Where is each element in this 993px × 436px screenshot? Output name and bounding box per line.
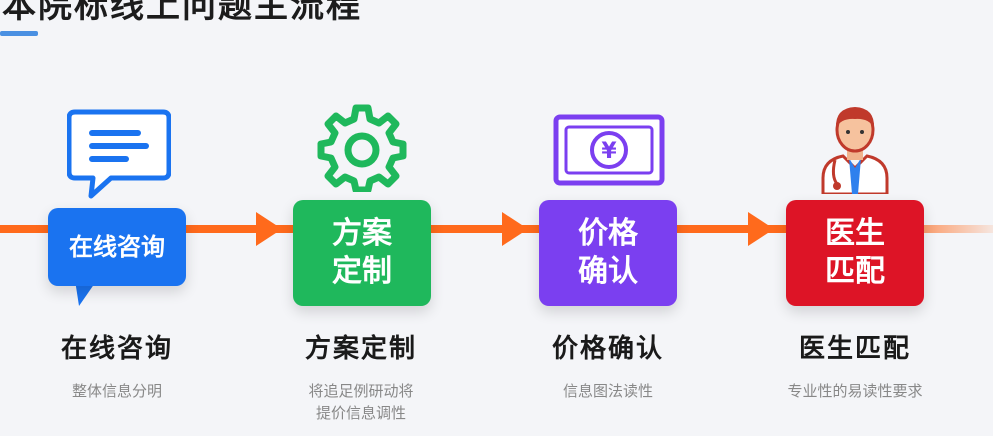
gear-icon: [317, 104, 407, 192]
step-plan-customize[interactable]: 方案 定制 方案定制 将追足例研动将 提价信息调性: [271, 0, 451, 436]
step-box-label: 价格 确认: [578, 216, 638, 289]
page-header: 本院标线上问题主流程: [0, 0, 993, 36]
step-description: 整体信息分明: [71, 382, 162, 400]
step-online-consult[interactable]: 在线咨询 在线咨询 整体信息分明: [27, 0, 207, 436]
flow-line: [0, 225, 993, 233]
step-box-online-consult[interactable]: 在线咨询: [48, 208, 186, 286]
svg-text:¥: ¥: [601, 139, 617, 164]
step-title: 价格确认: [551, 334, 664, 364]
flow-arrow-3: [748, 212, 774, 246]
flow-arrow-1: [256, 212, 282, 246]
step-box-plan-customize[interactable]: 方案 定制: [293, 200, 431, 306]
flow-arrow-2: [502, 212, 528, 246]
title-underline: [0, 31, 38, 36]
step-title: 医生匹配: [798, 334, 911, 364]
doctor-icon: [821, 107, 889, 194]
step-title: 在线咨询: [60, 334, 173, 364]
bubble-tail-icon: [75, 280, 97, 306]
step-box-doctor-match[interactable]: 医生 匹配: [786, 200, 924, 306]
step-box-price-confirm[interactable]: 价格 确认: [539, 200, 677, 306]
step-price-confirm[interactable]: ¥ 价格 确认 价格确认 信息图法读性: [518, 0, 698, 436]
step-box-label: 医生 匹配: [825, 216, 885, 289]
page-title: 本院标线上问题主流程: [2, 0, 362, 26]
step-doctor-match[interactable]: 医生 匹配 医生匹配 专业性的易读性要求: [765, 0, 945, 436]
step-box-label: 在线咨询: [69, 233, 165, 261]
step-description: 专业性的易读性要求: [787, 382, 923, 400]
step-description: 将追足例研动将 提价信息调性: [308, 382, 414, 422]
step-title: 方案定制: [304, 334, 417, 364]
chat-bubble-icon: [67, 109, 171, 199]
step-box-label: 方案 定制: [332, 216, 392, 289]
step-description: 信息图法读性: [562, 382, 653, 400]
yuan-banknote-icon: ¥: [553, 114, 665, 186]
